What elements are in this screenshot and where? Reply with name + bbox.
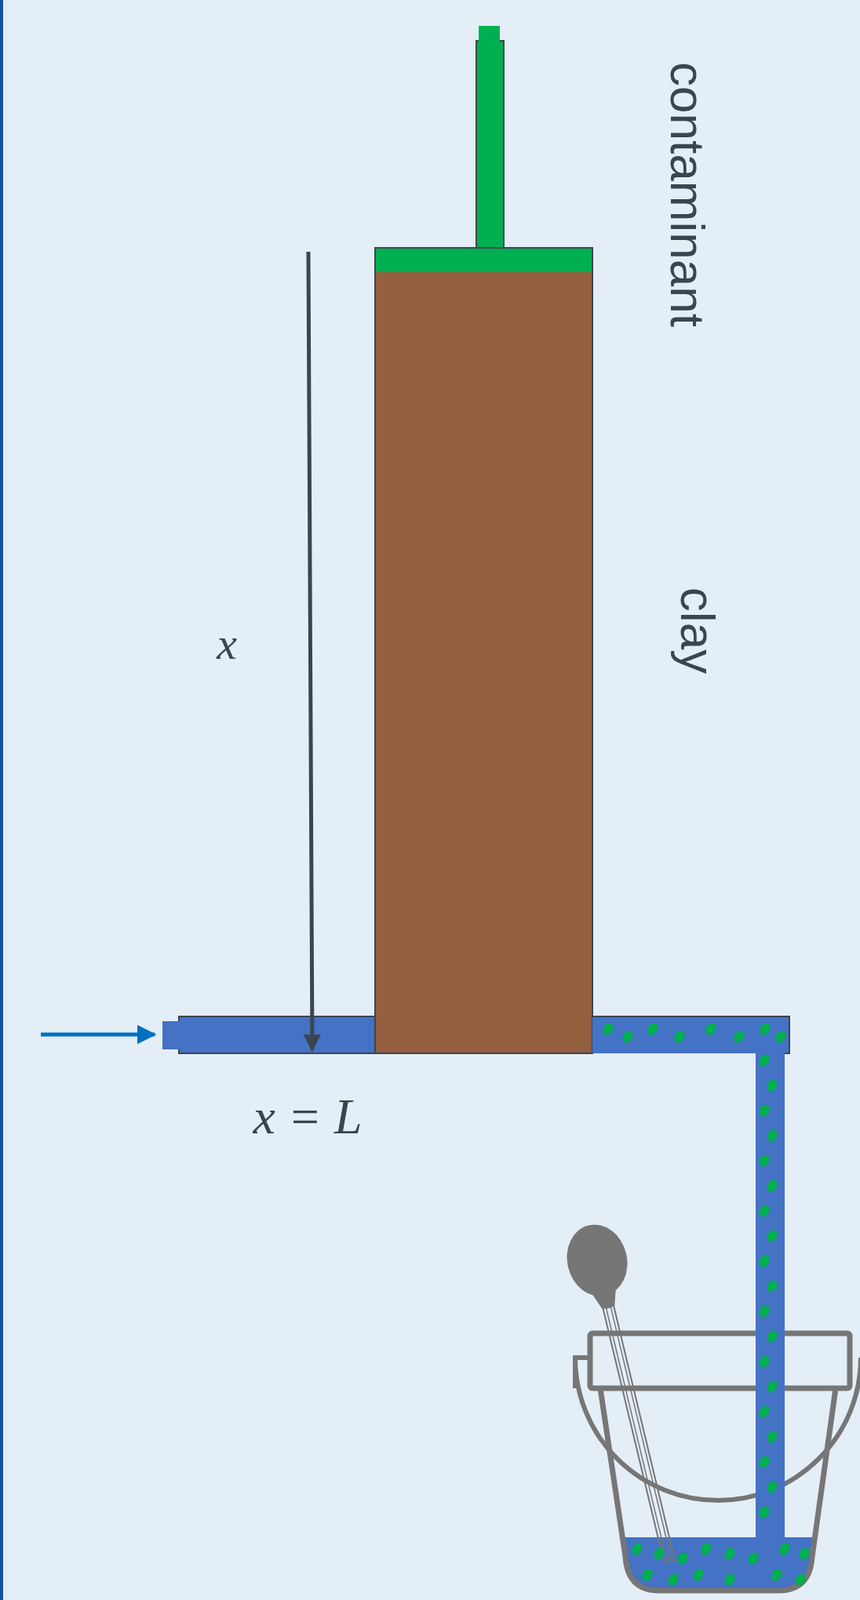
contaminant-particle <box>757 1103 772 1119</box>
contaminant-particle <box>757 1153 772 1170</box>
contaminant-particle <box>765 1128 780 1145</box>
contaminant-layer <box>375 248 592 273</box>
contaminant-particle <box>675 1551 690 1567</box>
clay-column <box>375 247 593 1054</box>
contaminant-particle <box>652 1546 667 1563</box>
contaminant-particle <box>722 1546 737 1563</box>
contaminant-stem-tip <box>478 25 500 50</box>
contaminant-particle <box>757 1404 772 1421</box>
contaminant-particle <box>757 1021 773 1038</box>
contaminant-stem <box>476 40 504 250</box>
inflow-pipe <box>178 1016 376 1054</box>
contaminant-particle <box>757 1053 772 1069</box>
contaminant-particle <box>672 1029 687 1046</box>
contaminant-particle <box>765 1178 780 1195</box>
contaminant-particle <box>765 1479 780 1496</box>
collected-water <box>622 1537 816 1592</box>
contaminant-particle <box>765 1078 780 1094</box>
contaminant-particle <box>757 1203 772 1220</box>
contaminant-particle <box>765 1279 780 1295</box>
page-edge-bar <box>0 0 4 1600</box>
contaminant-particle <box>797 1546 812 1563</box>
contaminant-particle <box>757 1253 772 1270</box>
contaminant-particle <box>773 1029 788 1046</box>
contaminant-particle <box>699 1541 714 1558</box>
contaminant-particle <box>746 1551 761 1567</box>
inflow-pipe-end <box>162 1021 181 1050</box>
contaminant-particle <box>765 1379 780 1396</box>
contaminant-particle <box>620 1029 635 1046</box>
dropper <box>559 1218 699 1570</box>
depth-axis-arrow <box>308 251 313 1051</box>
contaminant-particle <box>666 1572 681 1589</box>
contaminant-particle <box>691 1567 706 1584</box>
contaminant-particle <box>757 1505 772 1521</box>
axis-label: x <box>216 617 237 671</box>
contaminant-particle <box>703 1021 718 1038</box>
contaminant-particle <box>630 1541 645 1558</box>
dropper-tube <box>602 1305 675 1564</box>
contaminant-particle <box>793 1572 808 1589</box>
contaminant-particle <box>765 1329 780 1345</box>
material-label: clay <box>670 587 726 675</box>
contaminant-particle <box>765 1429 780 1446</box>
contaminant-particle <box>722 1572 737 1589</box>
contaminant-particle <box>640 1567 655 1584</box>
flow-arrow <box>40 1033 155 1038</box>
contaminant-particle <box>645 1021 660 1038</box>
outflow-pipe <box>592 1016 790 1550</box>
contaminant-particle <box>757 1454 772 1471</box>
contaminant-particles <box>601 1021 812 1589</box>
bucket-body <box>600 1388 836 1592</box>
outflow-pipe-outline <box>592 1016 790 1054</box>
contaminant-particle <box>601 1021 616 1038</box>
material-label: contaminant <box>659 61 716 328</box>
bucket-rim <box>590 1333 850 1389</box>
boundary-label: x = L <box>252 1088 362 1147</box>
bucket-handle <box>575 1358 860 1502</box>
dropper-bore <box>606 1308 672 1561</box>
contaminant-particle <box>777 1541 792 1558</box>
contaminant-particle <box>757 1354 772 1371</box>
contaminant-particle <box>769 1567 784 1584</box>
contaminant-particle <box>765 1228 780 1245</box>
contaminant-particle <box>732 1029 747 1046</box>
contaminant-particle <box>757 1304 772 1320</box>
